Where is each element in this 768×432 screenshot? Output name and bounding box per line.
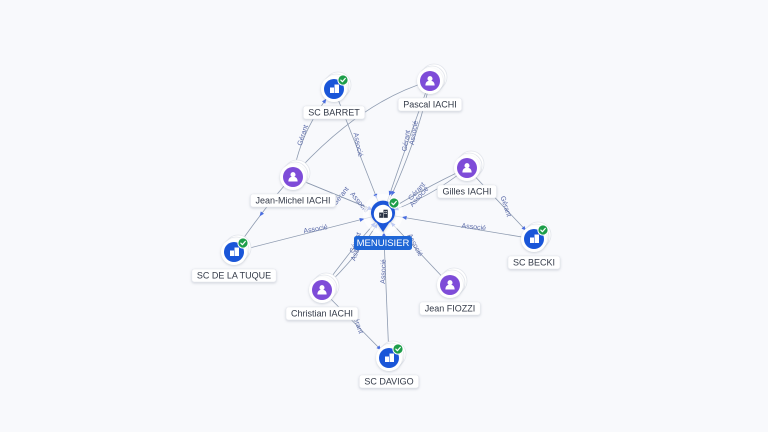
center-node[interactable]: MENUISIER: [354, 194, 412, 250]
building-icon: [330, 84, 339, 93]
edge-label: Associé: [461, 223, 486, 233]
edge-label: Gérant: [499, 195, 512, 218]
edge-sc-davigo-menuisier: Associé: [380, 213, 390, 359]
person-icon: [445, 280, 455, 290]
edge-label: Gérant: [401, 130, 412, 152]
building-icon: [385, 353, 394, 362]
person-icon: [288, 172, 298, 182]
person-icon: [425, 76, 435, 86]
edge-label: Associé: [380, 259, 388, 284]
nodes-layer: SC BARRET Pascal IACHI Jean-Michel IACHI Gi…: [191, 63, 561, 389]
node-label: Christian IACHI: [291, 309, 353, 319]
node-label: SC BARRET: [308, 108, 360, 118]
node-sc-de-la-tuque[interactable]: SC DE LA TUQUE: [191, 234, 277, 283]
edge-christian-iachi-sc-davigo: Gérant: [321, 289, 390, 359]
node-label: Pascal IACHI: [403, 100, 457, 110]
node-pascal-iachi[interactable]: Pascal IACHI: [397, 63, 463, 112]
edge-line: [233, 80, 431, 253]
node-christian-iachi[interactable]: Christian IACHI: [285, 272, 359, 321]
node-label: Jean FIOZZI: [425, 304, 476, 314]
edge-arrow-icon: [401, 215, 407, 220]
edge-arrow-icon: [259, 211, 264, 217]
edge-label: Gérant: [297, 124, 310, 147]
node-label: Gilles IACHI: [442, 187, 491, 197]
verified-check-icon: [337, 74, 349, 86]
node-label: SC DAVIGO: [364, 377, 413, 387]
node-sc-davigo[interactable]: SC DAVIGO: [359, 340, 419, 389]
verified-check-icon: [392, 343, 404, 355]
node-label: SC DE LA TUQUE: [197, 271, 271, 281]
node-sc-becki[interactable]: SC BECKI: [507, 221, 561, 270]
node-label: SC BECKI: [513, 258, 555, 268]
verified-check-icon: [237, 237, 249, 249]
edge-pascal-iachi-sc-de-la-tuque: [233, 80, 431, 253]
building-icon: [230, 247, 239, 256]
node-sc-barret[interactable]: SC BARRET: [302, 71, 366, 120]
node-jean-fiozzi[interactable]: Jean FIOZZI: [419, 267, 481, 316]
edge-arrow-icon: [391, 190, 396, 196]
person-icon: [462, 163, 472, 173]
edge-arrow-icon: [381, 231, 386, 237]
center-label: MENUISIER: [357, 238, 410, 249]
node-gilles-iachi[interactable]: Gilles IACHI: [437, 150, 497, 199]
verified-check-icon: [388, 197, 400, 209]
edge-arrow-icon: [359, 217, 365, 222]
node-label: Jean-Michel IACHI: [255, 196, 330, 206]
person-icon: [317, 285, 327, 295]
node-jean-michel-iachi[interactable]: Jean-Michel IACHI: [250, 159, 336, 208]
edge-label: Associé: [303, 224, 328, 235]
edge-arrow-icon: [321, 98, 327, 104]
edge-label: Associé: [352, 132, 364, 158]
building-icon: [530, 234, 539, 243]
building-icon: [379, 209, 388, 218]
edge-label: Associé: [409, 120, 420, 145]
verified-check-icon: [537, 224, 549, 236]
